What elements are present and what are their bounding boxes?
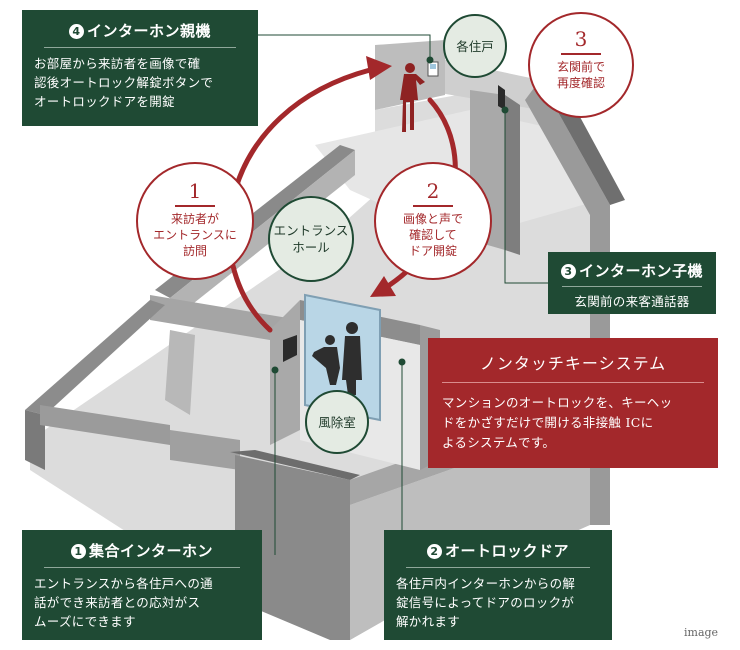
notouch-divider xyxy=(442,382,704,383)
autolock-door-number: 2 xyxy=(426,544,442,559)
resident-silhouette xyxy=(400,63,425,132)
mid-wall-horizontal xyxy=(150,295,300,345)
intercom-panel-title: 集合インターホン xyxy=(88,542,213,560)
step-3-circle: 3 玄関前で 再度確認 xyxy=(528,12,634,118)
step-3-divider xyxy=(561,53,601,55)
connector-lines xyxy=(255,34,548,555)
shaft-side xyxy=(505,95,520,255)
step-1-number: 1 xyxy=(188,179,202,203)
intercom-main-title: インターホン親機 xyxy=(86,22,211,40)
front-wall xyxy=(235,455,350,640)
step-2-divider xyxy=(413,205,453,207)
shaft-panel xyxy=(498,85,505,110)
intercom-panel-description: エントランスから各住戸への通 話ができ来訪者との応対がス ムーズにできます xyxy=(34,576,213,629)
front-left-wall xyxy=(170,430,240,470)
glass-door xyxy=(304,293,381,422)
intercom-panel-device xyxy=(283,335,297,362)
autolock-door-divider xyxy=(406,567,590,568)
mid-wall-face xyxy=(170,150,355,322)
intercom-main-number: 4 xyxy=(68,24,84,39)
step-3-text: 玄関前で 再度確認 xyxy=(556,59,605,90)
intercom-main-divider xyxy=(44,47,236,48)
intercom-panel-number: 1 xyxy=(70,544,86,559)
notouch-callout: ノンタッチキーシステム マンションのオートロックを、キーヘッ ドをかざすだけで開… xyxy=(428,338,718,468)
left-wall xyxy=(25,300,165,415)
step-1-circle: 1 来訪者が エントランスに 訪問 xyxy=(136,162,254,280)
intercom-sub-number: 3 xyxy=(560,264,576,279)
intercom-main-description: お部屋から来訪者を画像で確 認後オートロック解錠ボタンで オートロックドアを開錠 xyxy=(34,56,214,109)
intercom-sub-title: インターホン子機 xyxy=(578,262,703,280)
intercom-sub-description: 玄関前の来客通話器 xyxy=(574,294,690,309)
step-3-number: 3 xyxy=(574,27,588,51)
intercom-panel-divider xyxy=(44,567,240,568)
image-caption: image xyxy=(684,626,719,639)
notouch-title: ノンタッチキーシステム xyxy=(479,354,667,373)
vestibule-label: 風除室 xyxy=(305,390,369,454)
left-room-wall xyxy=(165,330,195,415)
left-inner-wall xyxy=(40,405,170,445)
autolock-door-description: 各住戸内インターホンからの解 錠信号によってドアのロックが 解かれます xyxy=(396,576,576,629)
arrow-head-top xyxy=(366,56,392,80)
visitor-silhouettes xyxy=(312,322,362,395)
right-outer-wall xyxy=(525,80,610,525)
vestibule-left-wall xyxy=(270,300,300,445)
step-2-number: 2 xyxy=(426,179,440,203)
autolock-door-title: オートロックドア xyxy=(444,542,569,560)
step-2-text: 画像と声で 確認して ドア開錠 xyxy=(402,211,463,258)
step-1-text: 来訪者が エントランスに 訪問 xyxy=(153,211,237,258)
front-wall-top xyxy=(230,450,360,480)
entrance-hall-label: エントランス ホール xyxy=(268,196,354,282)
arrow-head-bottom xyxy=(370,276,396,297)
unit-label: 各住戸 xyxy=(443,14,507,78)
step-1-divider xyxy=(175,205,215,207)
intercom-sub-divider xyxy=(562,286,702,287)
notouch-description: マンションのオートロックを、キーヘッ ドをかざすだけで開ける非接触 ICに よる… xyxy=(442,395,673,450)
step-2-circle: 2 画像と声で 確認して ドア開錠 xyxy=(374,162,492,280)
